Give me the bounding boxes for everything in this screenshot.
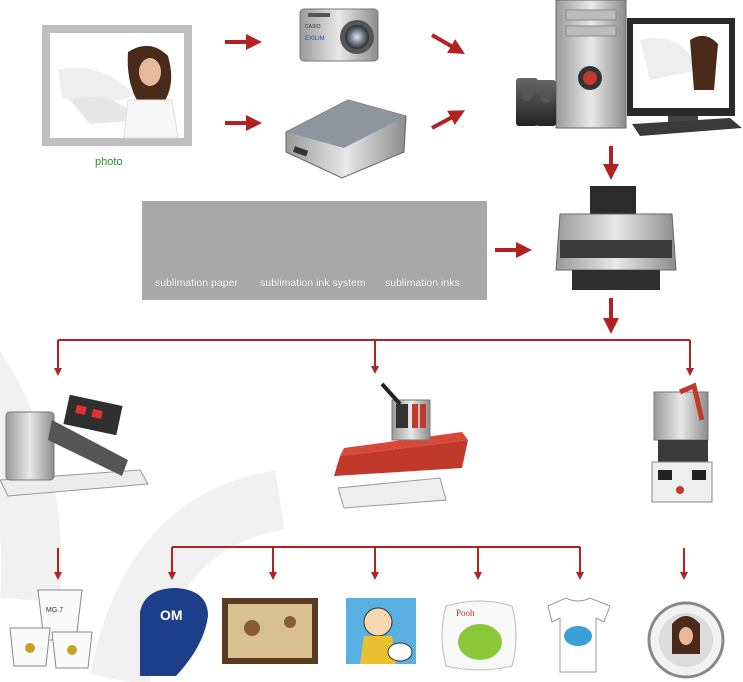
camera-model: EXILIM (305, 36, 325, 42)
puzzle-image (222, 598, 318, 664)
ceramic-tile-image (346, 598, 416, 664)
plate-press-image (651, 382, 713, 503)
pillow-text: Pooh (456, 608, 475, 618)
mugs-image: MG.7 (9, 589, 93, 669)
computer-image (516, 0, 742, 136)
sublimation-ink-system-label: sublimation ink system (260, 277, 366, 289)
press-distribution-lines (54, 339, 694, 376)
mouse-pad-text: OM (160, 607, 183, 623)
photo-label: photo (95, 156, 123, 168)
t-shirt-image (547, 597, 611, 673)
camera-image: CASIO EXILIM (299, 8, 379, 62)
flow-arrows (225, 33, 619, 334)
product-distribution-lines (54, 546, 688, 580)
camera-brand: CASIO (305, 24, 321, 30)
arrow-scanner-to-computer (431, 110, 466, 130)
printer-image (555, 186, 677, 290)
photo-image (42, 25, 192, 146)
mouse-pad-image: OM (140, 588, 208, 676)
sublimation-inks-label: sublimation inks (385, 277, 460, 289)
pillow-image: Pooh (441, 600, 517, 671)
photo-plate-image (647, 601, 725, 679)
scanner-image (285, 99, 407, 179)
sublimation-paper-label: sublimation paper (155, 277, 238, 289)
mug-press-image (0, 394, 149, 497)
t-shirt-press-image (334, 382, 468, 509)
mug-text: MG.7 (46, 607, 63, 614)
supplies-panel: sublimation paper sublimation ink system… (142, 201, 487, 300)
arrow-camera-to-computer (431, 33, 465, 54)
